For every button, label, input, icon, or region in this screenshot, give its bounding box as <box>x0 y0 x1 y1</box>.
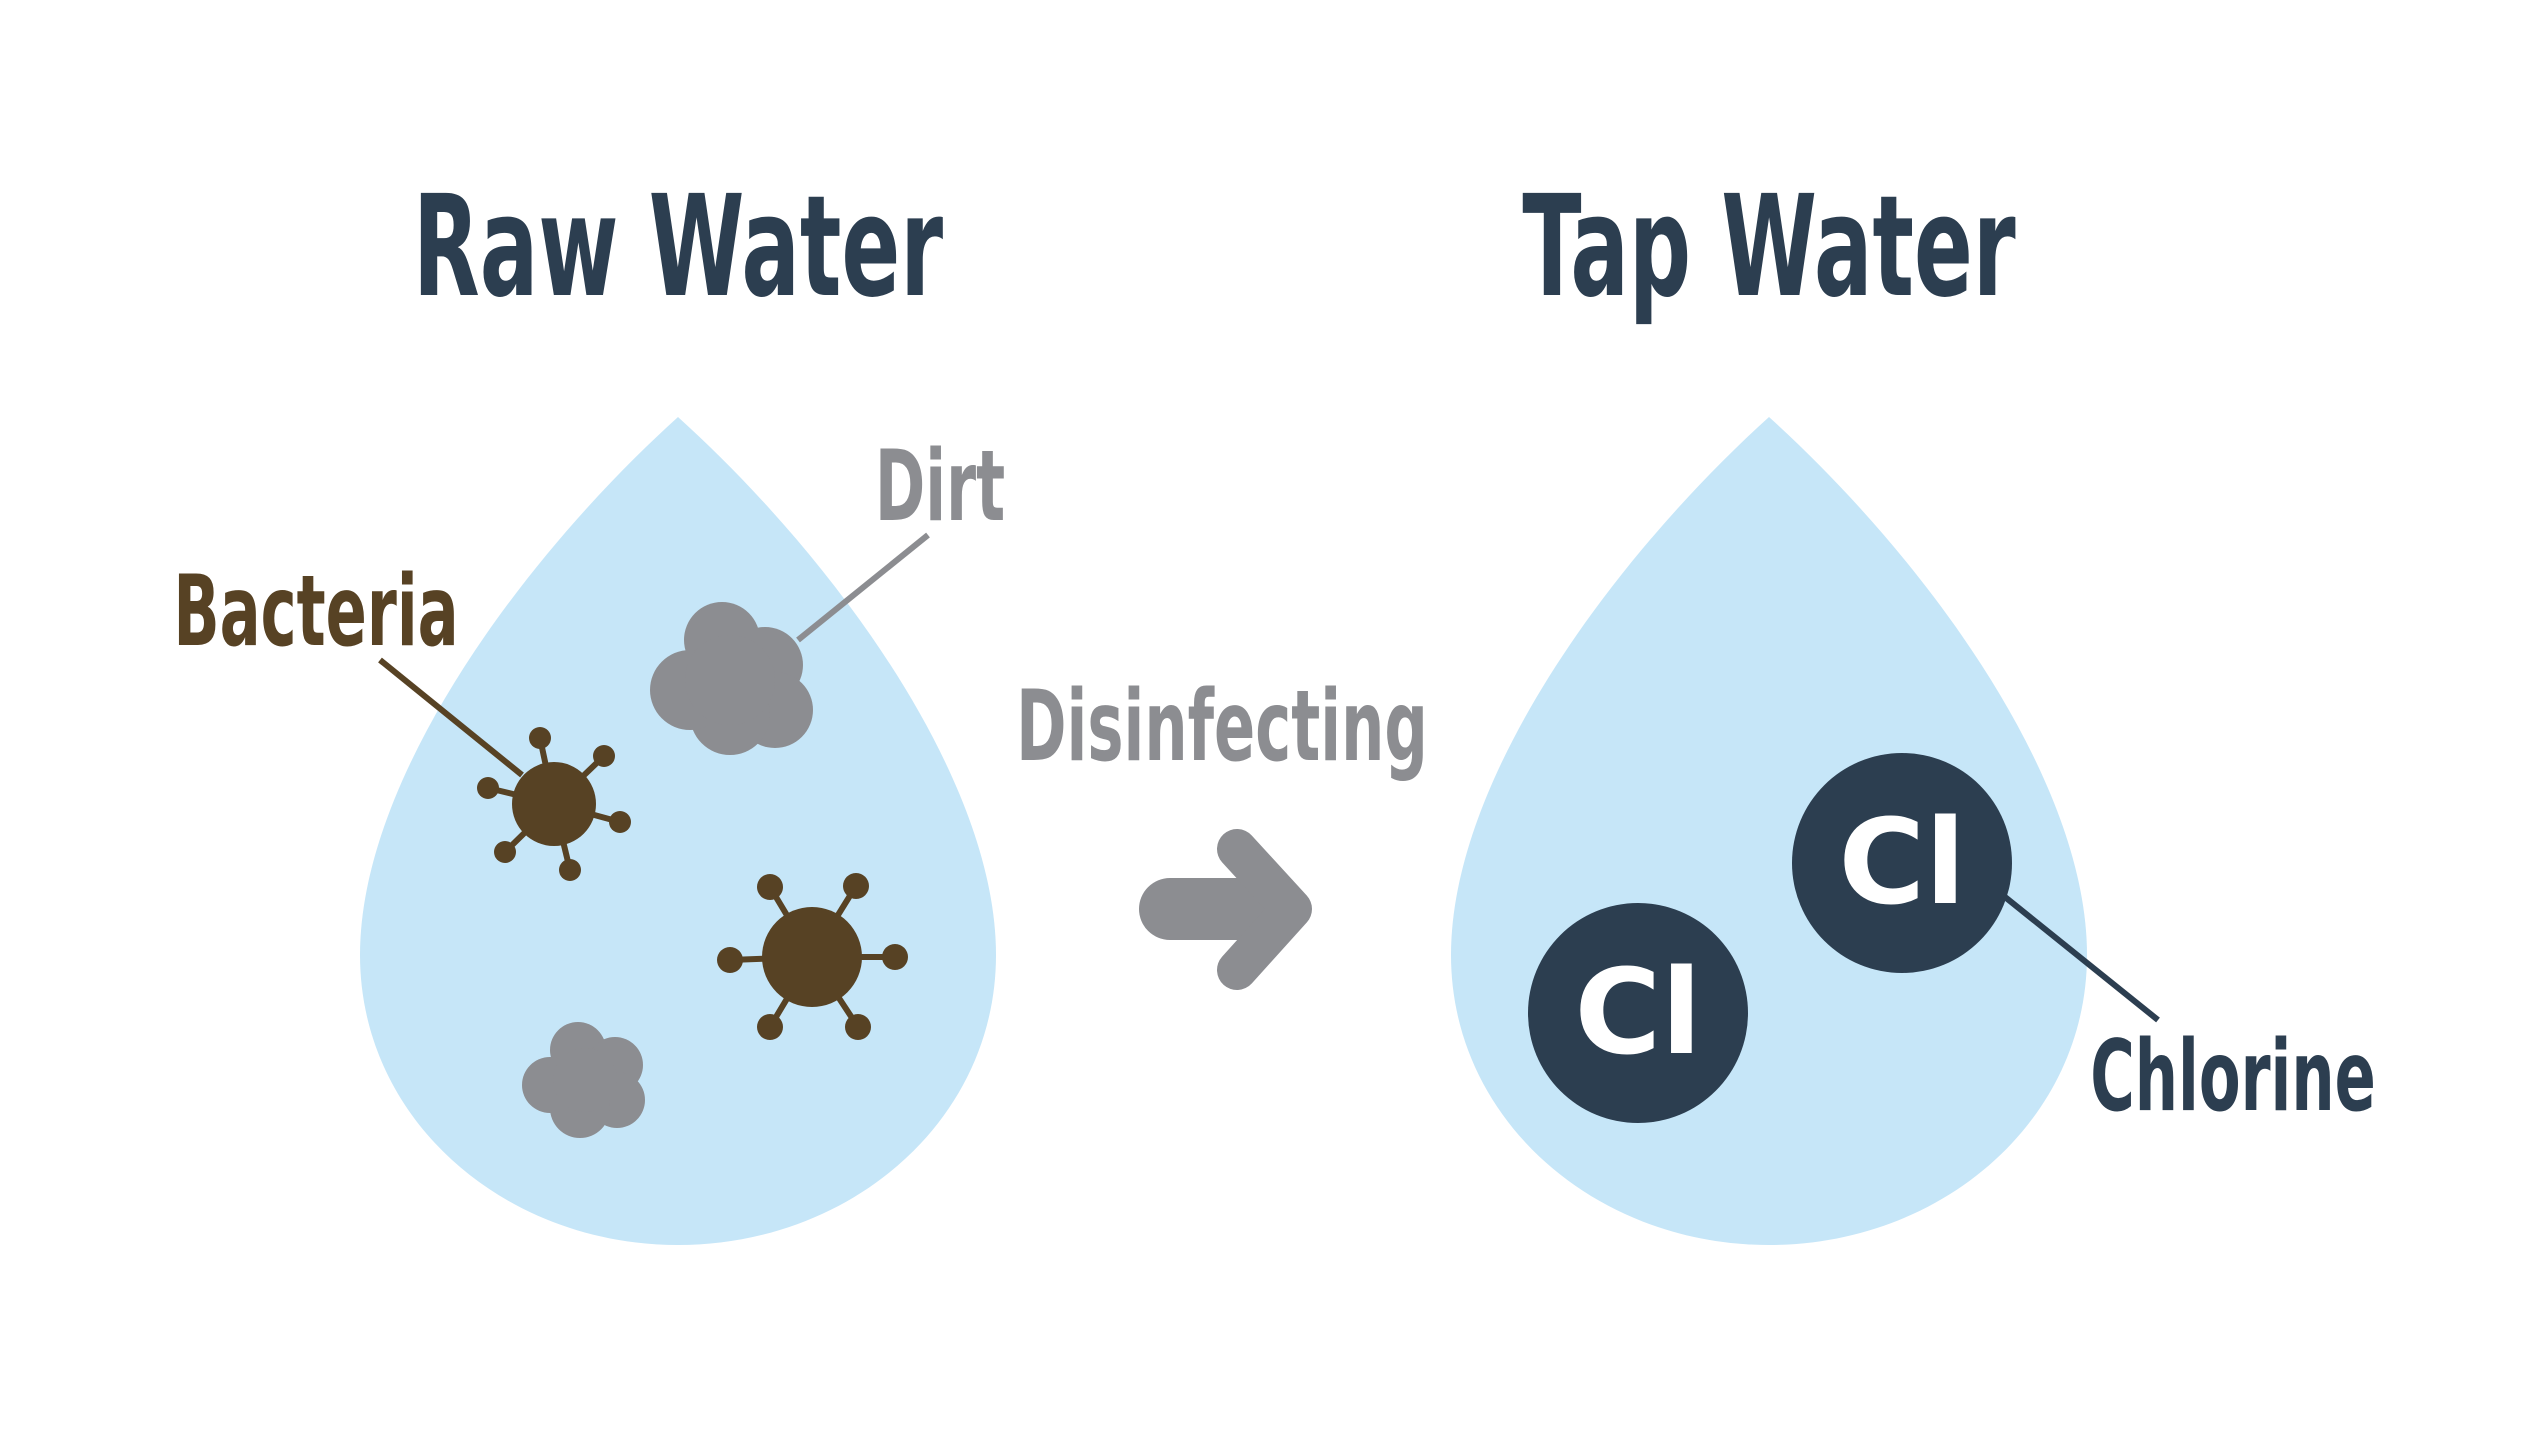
chlorine-pointer-line <box>2003 894 2160 1023</box>
bacteria-label: Bacteria <box>173 555 458 669</box>
bacteria-1 <box>477 727 631 881</box>
chlorine-symbol-2: Cl <box>1838 793 1965 931</box>
process-arrow-icon <box>1139 829 1312 990</box>
bacteria-pointer-line <box>378 657 524 778</box>
chlorine-molecule-2: Cl <box>1792 753 2012 973</box>
bacteria-2 <box>717 873 908 1040</box>
title-raw-water: Raw Water <box>413 166 944 328</box>
chlorine-label: Chlorine <box>2090 1020 2376 1134</box>
dirt-label: Dirt <box>875 430 1005 544</box>
dirt-clump-small <box>522 1022 645 1138</box>
chlorine-symbol-1: Cl <box>1574 943 1701 1081</box>
chlorine-molecule-1: Cl <box>1528 903 1748 1123</box>
dirt-pointer-line <box>796 532 930 643</box>
raw-water-drop <box>360 417 996 1245</box>
title-tap-water: Tap Water <box>1522 166 2016 328</box>
disinfecting-label: Disinfecting <box>1016 670 1428 784</box>
dirt-clump-large <box>650 602 813 755</box>
